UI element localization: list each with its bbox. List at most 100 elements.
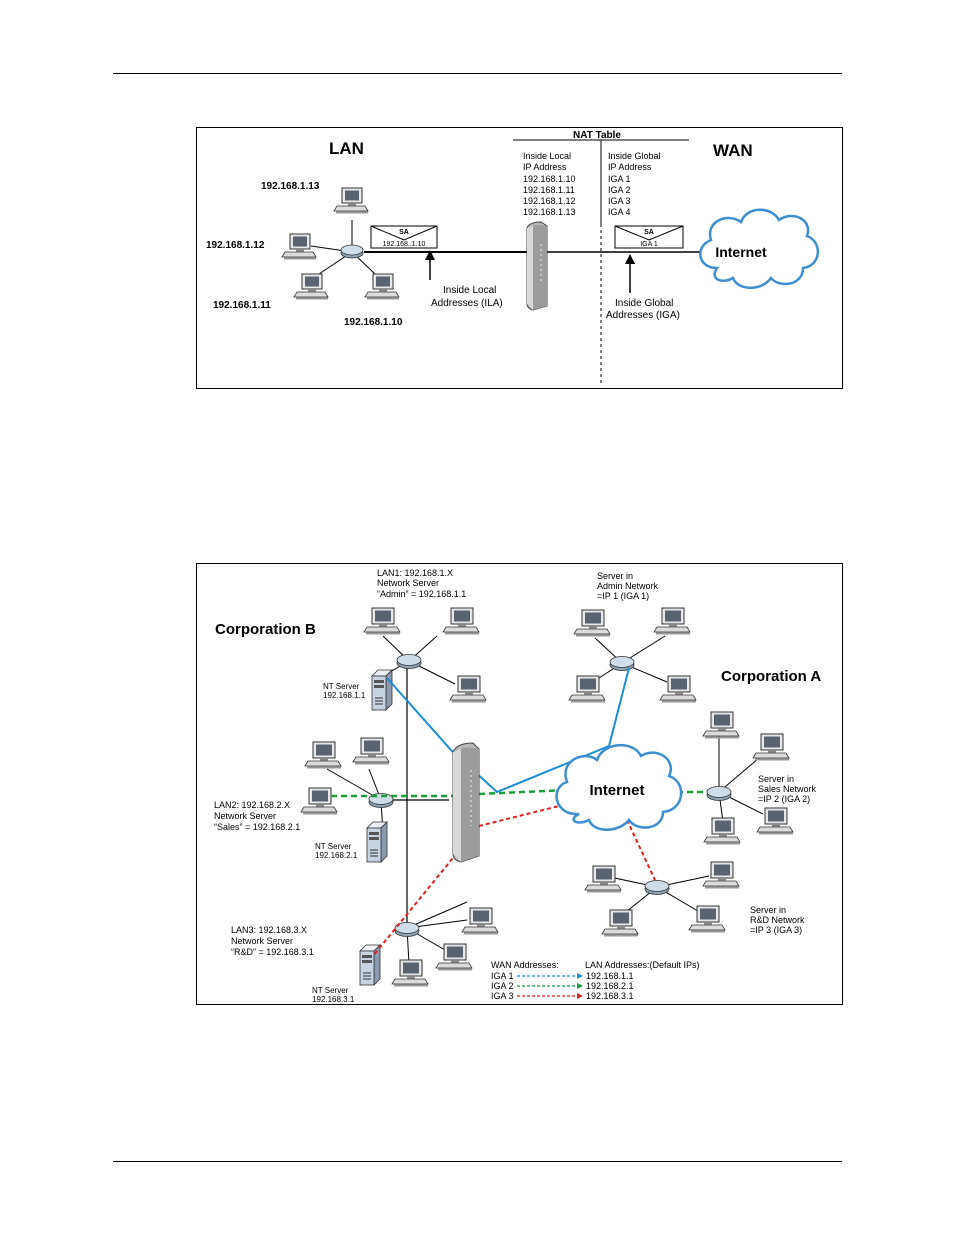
wan-packet-envelope: SA IGA 1: [614, 225, 684, 249]
server-tower-icon: [371, 669, 393, 711]
global-col-header: IP Address: [608, 162, 652, 172]
local-row: 192.168.1.12: [523, 196, 576, 206]
host-label: 192.168.1.11: [213, 300, 271, 311]
nt-server-label: 192.168.1.1: [323, 691, 366, 700]
computer-icon: [391, 959, 429, 987]
computer-icon: [702, 711, 740, 739]
computer-icon: [461, 907, 499, 935]
lan1-label: “Admin” = 192.168.1.1: [377, 589, 466, 599]
computer-icon: [756, 807, 794, 835]
computer-icon: [364, 273, 400, 300]
computer-icon: [752, 733, 790, 761]
legend-lan-address: 192.168.1.1: [586, 971, 634, 981]
admin-server-label: Admin Network: [597, 581, 659, 591]
computer-icon: [573, 609, 611, 637]
legend-wan-header: WAN Addresses:: [491, 960, 559, 970]
local-col-header: Inside Local: [523, 151, 571, 161]
global-row: IGA 4: [608, 207, 631, 217]
computer-icon: [293, 273, 329, 300]
lan1-label: LAN1: 192.168.1.X: [377, 568, 453, 578]
iga-label: Addresses (IGA): [606, 310, 680, 321]
computer-icon: [281, 233, 317, 260]
computer-icon: [584, 865, 622, 893]
wan-packet-address: IGA 1: [640, 241, 658, 248]
hub-icon: [340, 244, 364, 259]
admin-server-label: Server in: [597, 571, 633, 581]
legend-wan-address: IGA 3: [491, 991, 514, 1001]
lan-packet-envelope: SA 192.168..1.10: [370, 225, 438, 249]
internet-cloud: Internet: [555, 743, 683, 831]
lan2-label: LAN2: 192.168.2.X: [214, 800, 290, 810]
computer-icon: [304, 741, 342, 769]
ila-arrow-head: [425, 250, 435, 260]
header-rule: [113, 73, 842, 74]
lan3-label: Network Server: [231, 936, 293, 946]
multi-nat-corporation-diagram: Internet Corporation B Corporation A LAN…: [196, 563, 843, 1005]
wan-packet-sa: SA: [644, 229, 654, 236]
computer-icon: [568, 675, 606, 703]
rd-server-label: =IP 3 (IGA 3): [750, 925, 802, 935]
computer-icon: [703, 817, 741, 845]
lan-heading: LAN: [329, 139, 364, 158]
global-row: IGA 2: [608, 185, 631, 195]
computer-icon: [653, 607, 691, 635]
local-col-header: IP Address: [523, 162, 567, 172]
iga-label: Inside Global: [615, 298, 673, 309]
global-col-header: Inside Global: [608, 151, 661, 161]
ila-label: Inside Local: [443, 285, 496, 296]
sales-server-label: Server in: [758, 774, 794, 784]
host-label: 192.168.1.10: [344, 317, 403, 328]
computer-icon: [352, 737, 390, 765]
host-label: 192.168.1.13: [261, 181, 320, 192]
admin-server-label: =IP 1 (IGA 1): [597, 591, 649, 601]
sales-server-label: Sales Network: [758, 784, 817, 794]
legend-wan-address: IGA 2: [491, 981, 514, 991]
nt-server-label: NT Server: [315, 842, 352, 851]
local-row: 192.168.1.11: [523, 185, 575, 195]
host-label: 192.168.1.12: [206, 240, 265, 251]
rd-server-label: R&D Network: [750, 915, 805, 925]
computer-icon: [688, 905, 726, 933]
iga-arrow-head: [625, 254, 635, 264]
lan2-label: “Sales” = 192.168.2.1: [214, 822, 300, 832]
nat-lan-wan-diagram: LAN WAN NAT Table Inside Local IP Addres…: [196, 127, 843, 389]
ila-label: Addresses (ILA): [431, 298, 503, 309]
iga3-path: [478, 803, 568, 827]
lan2-label: Network Server: [214, 811, 276, 821]
legend-arrow-head: [577, 973, 583, 979]
computer-icon: [702, 861, 740, 889]
local-row: 192.168.1.13: [523, 207, 576, 217]
computer-icon: [442, 607, 480, 635]
legend-arrow-head: [577, 983, 583, 989]
address-legend: WAN Addresses: LAN Addresses:(Default IP…: [491, 960, 700, 1001]
nat-table: NAT Table Inside Local IP Address 192.16…: [513, 130, 689, 386]
lan-packet-sa: SA: [399, 229, 409, 236]
nt-server-label: NT Server: [323, 682, 360, 691]
nat-table-title: NAT Table: [573, 130, 621, 141]
iga3-path: [626, 819, 656, 881]
router-icon: [526, 221, 548, 311]
computer-icon: [601, 909, 639, 937]
corporation-a-heading: Corporation A: [721, 668, 821, 685]
legend-arrow-head: [577, 993, 583, 999]
global-row: IGA 1: [608, 174, 631, 184]
computer-icon: [363, 607, 401, 635]
global-row: IGA 3: [608, 196, 631, 206]
computer-icon: [659, 675, 697, 703]
legend-lan-header: LAN Addresses:(Default IPs): [585, 960, 700, 970]
computer-icon: [449, 675, 487, 703]
lan-packet-address: 192.168..1.10: [383, 241, 426, 248]
legend-lan-address: 192.168.3.1: [586, 991, 634, 1001]
corporation-b-heading: Corporation B: [215, 621, 316, 638]
iga2-path: [478, 788, 568, 796]
sales-server-label: =IP 2 (IGA 2): [758, 794, 810, 804]
server-tower-icon: [366, 821, 388, 863]
legend-wan-address: IGA 1: [491, 971, 514, 981]
hub-icon: [396, 654, 422, 669]
hub-icon: [706, 786, 732, 801]
lan3-label: “R&D” = 192.168.3.1: [231, 947, 314, 957]
lan3-label: LAN3: 192.168.3.X: [231, 925, 307, 935]
router-icon: [452, 742, 480, 863]
computer-icon: [333, 187, 369, 214]
computer-icon: [300, 787, 338, 815]
